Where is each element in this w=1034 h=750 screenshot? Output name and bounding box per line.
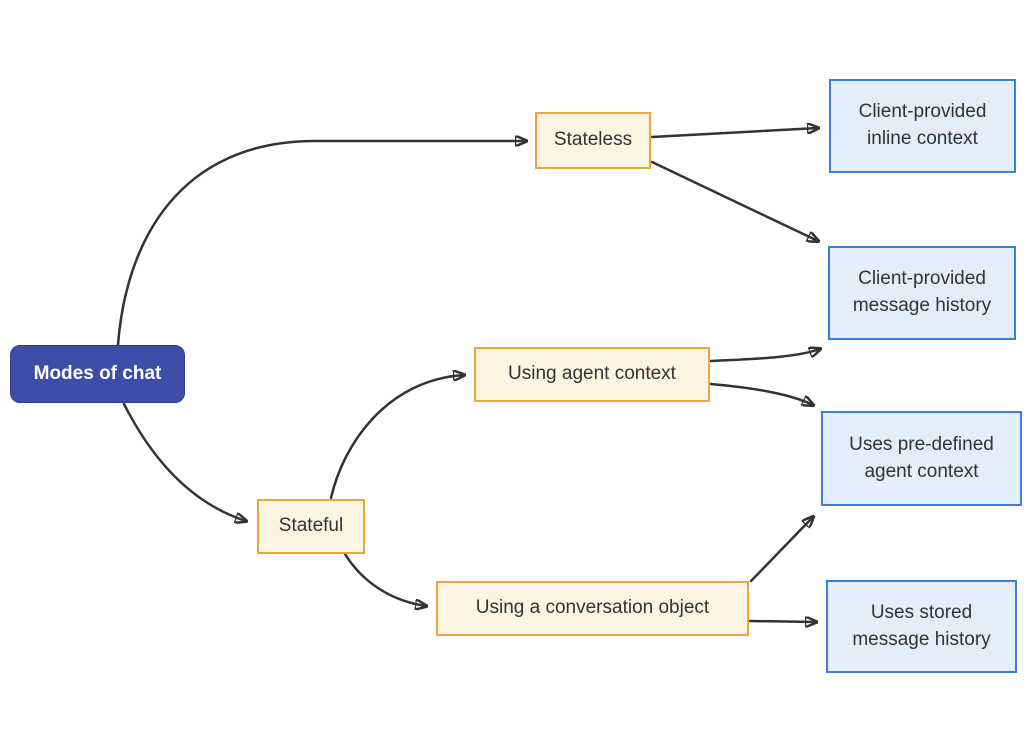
edge-conversation-to-stored-history xyxy=(748,621,816,622)
edge-stateless-to-inline-context xyxy=(650,128,818,139)
node-using-a-conversation-object-label: Using a conversation object xyxy=(475,597,710,619)
node-using-a-conversation-object: Using a conversation object xyxy=(436,581,749,636)
node-client-provided-inline-context-label: Client-provided inline context xyxy=(858,101,987,149)
node-client-provided-inline-context: Client-provided inline context xyxy=(829,79,1016,173)
node-stateless: Stateless xyxy=(535,112,651,169)
node-client-provided-message-history: Client-provided message history xyxy=(828,246,1016,340)
node-uses-pre-defined-agent-context: Uses pre-defined agent context xyxy=(821,411,1022,506)
node-uses-pre-defined-agent-context-label: Uses pre-defined agent context xyxy=(849,433,994,482)
edge-modes-to-stateless xyxy=(116,141,526,347)
node-client-provided-message-history-label: Client-provided message history xyxy=(852,268,992,316)
edge-stateful-to-conversation xyxy=(343,552,426,606)
node-uses-stored-message-history: Uses stored message history xyxy=(826,580,1017,673)
node-stateful: Stateful xyxy=(257,499,365,554)
node-modes-of-chat-label: Modes of chat xyxy=(33,362,162,384)
node-using-agent-context: Using agent context xyxy=(474,347,710,402)
edge-agent-context-to-message-history xyxy=(709,349,820,363)
edge-stateless-to-message-history xyxy=(650,160,818,241)
node-modes-of-chat: Modes of chat xyxy=(10,345,185,403)
node-stateless-label: Stateless xyxy=(553,129,633,151)
node-uses-stored-message-history-label: Uses stored message history xyxy=(852,601,991,650)
node-stateful-label: Stateful xyxy=(278,515,344,537)
edge-agent-context-to-predefined-context xyxy=(709,382,813,405)
edge-stateful-to-agent-context xyxy=(329,375,464,500)
edge-conversation-to-predefined-context xyxy=(749,517,813,583)
edge-modes-to-stateful xyxy=(122,402,246,521)
node-using-agent-context-label: Using agent context xyxy=(508,363,676,385)
